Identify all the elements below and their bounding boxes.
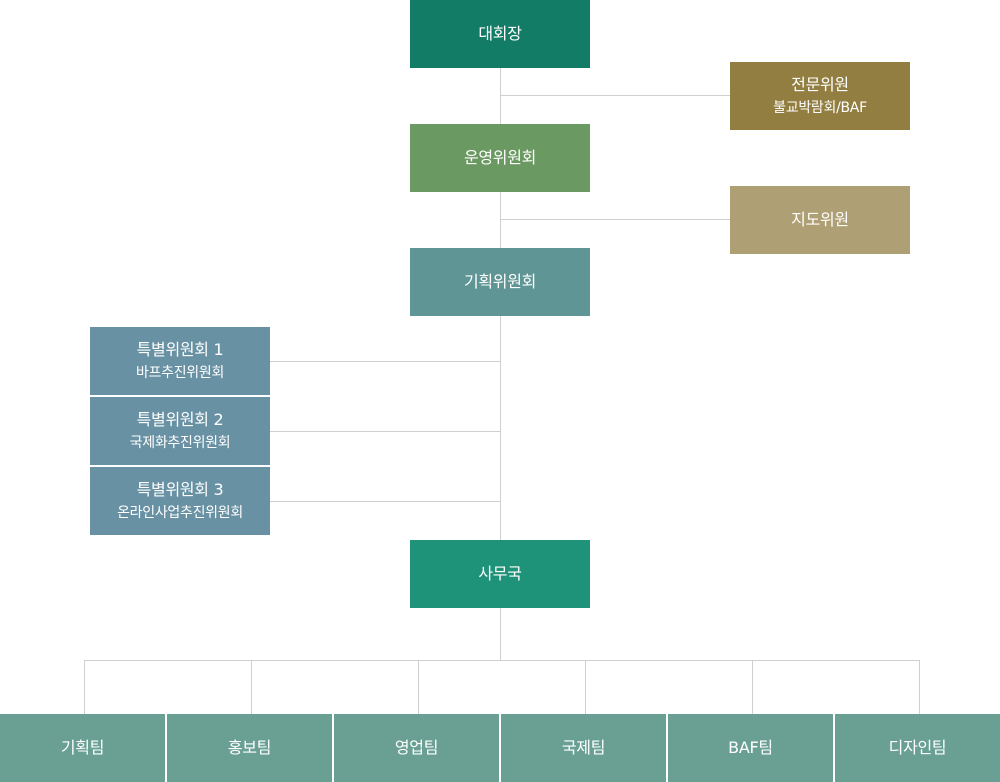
chairman-box: 대회장 [410,0,590,68]
planning-committee-box: 기획위원회 [410,248,590,316]
operations-committee-label: 운영위원회 [463,148,537,167]
special-committee-3-box: 특별위원회 3 온라인사업추진위원회 [90,467,270,535]
expert-box: 전문위원 불교박람회/BAF [730,62,910,130]
special-committee-1-sublabel: 바프추진위원회 [135,365,225,381]
teams-horizontal-line [84,660,920,661]
expert-label: 전문위원 [791,75,849,94]
special-2-branch-line [270,431,500,432]
team-design-label: 디자인팀 [888,738,947,757]
team-drop-line-1 [84,660,85,714]
team-baf-box: BAF팀 [668,714,833,782]
special-committee-2-box: 특별위원회 2 국제화추진위원회 [90,397,270,465]
team-drop-line-3 [418,660,419,714]
planning-committee-label: 기획위원회 [463,272,537,291]
team-international-box: 국제팀 [501,714,666,782]
team-drop-line-6 [919,660,920,714]
team-drop-line-4 [585,660,586,714]
team-drop-line-5 [752,660,753,714]
special-committee-1-label: 특별위원회 1 [136,340,224,359]
team-pr-label: 홍보팀 [227,738,272,757]
secretariat-box: 사무국 [410,540,590,608]
team-pr-box: 홍보팀 [167,714,332,782]
operations-committee-box: 운영위원회 [410,124,590,192]
team-planning-label: 기획팀 [60,738,105,757]
advisory-label: 지도위원 [791,210,849,229]
team-international-label: 국제팀 [561,738,606,757]
special-committee-2-label: 특별위원회 2 [136,410,224,429]
advisory-branch-line [500,219,730,220]
team-baf-label: BAF팀 [728,738,773,757]
team-design-box: 디자인팀 [835,714,1000,782]
expert-branch-line [500,95,730,96]
main-trunk-line [500,68,501,660]
secretariat-label: 사무국 [478,564,522,583]
special-1-branch-line [270,361,500,362]
expert-sublabel: 불교박람회/BAF [773,100,867,116]
special-committee-2-sublabel: 국제화추진위원회 [129,435,231,451]
team-planning-box: 기획팀 [0,714,165,782]
special-committee-3-label: 특별위원회 3 [136,480,224,499]
special-committee-1-box: 특별위원회 1 바프추진위원회 [90,327,270,395]
team-sales-box: 영업팀 [334,714,499,782]
team-sales-label: 영업팀 [394,738,439,757]
chairman-label: 대회장 [478,24,522,43]
advisory-box: 지도위원 [730,186,910,254]
team-drop-line-2 [251,660,252,714]
special-committee-3-sublabel: 온라인사업추진위원회 [117,505,243,521]
special-3-branch-line [270,501,500,502]
